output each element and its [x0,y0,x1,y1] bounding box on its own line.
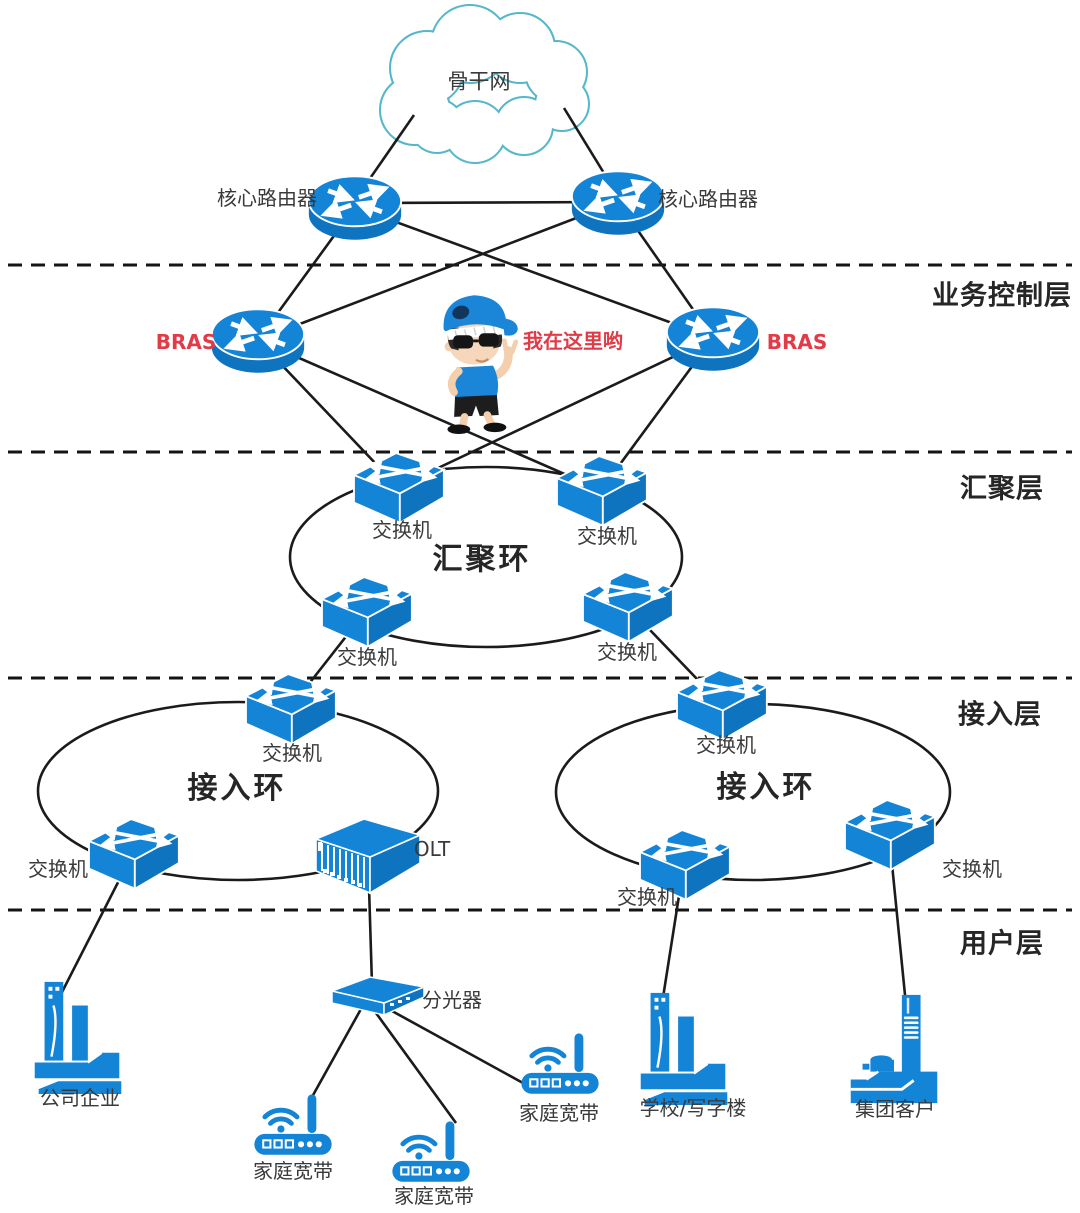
core-router-right-label: 核心路由器 [658,187,758,211]
backbone-cloud [379,4,590,164]
group-customer-label: 集团客户 [855,1097,935,1121]
agg-switch-se-icon [572,565,682,647]
agg-switch-ne-icon [546,449,656,531]
link-coreR-brasL [257,200,619,342]
access-right-sw-switch-label: 交换机 [617,885,677,909]
access-ring-left-label: 接入环 [187,771,287,806]
home-broadband-left-icon [252,1092,334,1158]
home-broadband-left-label: 家庭宽带 [253,1159,333,1183]
link-coreL-brasR [354,205,714,340]
splitter-icon [328,972,428,1018]
access-ring-right-label: 接入环 [716,770,816,805]
core-router-right-icon [568,163,668,241]
callout-text: 我在这里哟 [523,329,623,353]
link-splitter-homeL [310,999,368,1098]
company-label: 公司企业 [40,1086,120,1110]
agg-switch-ne-label: 交换机 [577,524,637,548]
layer-label-access: 接入层 [958,699,1042,731]
layer-label-aggregation: 汇聚层 [960,473,1044,505]
access-left-top-switch-label: 交换机 [262,741,322,765]
agg-switch-nw-label: 交换机 [372,518,432,542]
link-brasR-aggNW [397,336,714,489]
access-left-west-switch-icon [78,812,188,894]
aggregation-ring-ellipse [288,465,684,649]
bras-left-label: BRAS [155,330,217,354]
cartoon-boy [420,282,530,434]
access-ring-left-ellipse [36,700,440,882]
link-splitter-homeR [371,998,524,1085]
access-right-east-switch-icon [834,793,944,875]
layer-dividers [8,263,1072,912]
connection-lines [58,107,908,1124]
bras-right-icon [663,299,763,377]
home-broadband-mid-icon [390,1119,472,1185]
home-broadband-mid-label: 家庭宽带 [394,1184,474,1208]
bras-right-label: BRAS [766,330,828,354]
link-brasL-aggNE [257,338,602,492]
layer-label-service-control: 业务控制层 [932,280,1072,312]
core-router-left-icon [305,168,405,246]
aggregation-ring-label: 汇聚环 [432,542,532,577]
splitter-label: 分光器 [422,988,482,1012]
agg-switch-sw-label: 交换机 [337,645,397,669]
bras-left-icon [208,301,308,379]
school-building-icon [634,987,734,1105]
home-broadband-right-label: 家庭宽带 [519,1101,599,1125]
group-customer-tower-icon [844,989,944,1107]
olt-icon [308,813,428,897]
school-label: 学校/写字楼 [639,1096,747,1120]
core-router-left-label: 核心路由器 [217,186,317,210]
agg-switch-sw-icon [311,570,421,652]
agg-switch-nw-icon [343,446,453,528]
home-broadband-right-icon [519,1031,601,1097]
access-right-top-switch-label: 交换机 [696,733,756,757]
company-building-icon [28,976,128,1094]
olt-label: OLT [413,837,451,861]
link-splitter-homeM [366,1001,458,1124]
agg-switch-se-label: 交换机 [597,640,657,664]
access-right-east-switch-label: 交换机 [942,857,1002,881]
layer-label-user: 用户层 [960,928,1044,960]
backbone-cloud-label: 骨干网 [447,69,511,94]
access-left-top-switch-icon [235,667,345,749]
access-left-west-switch-label: 交换机 [28,857,88,881]
